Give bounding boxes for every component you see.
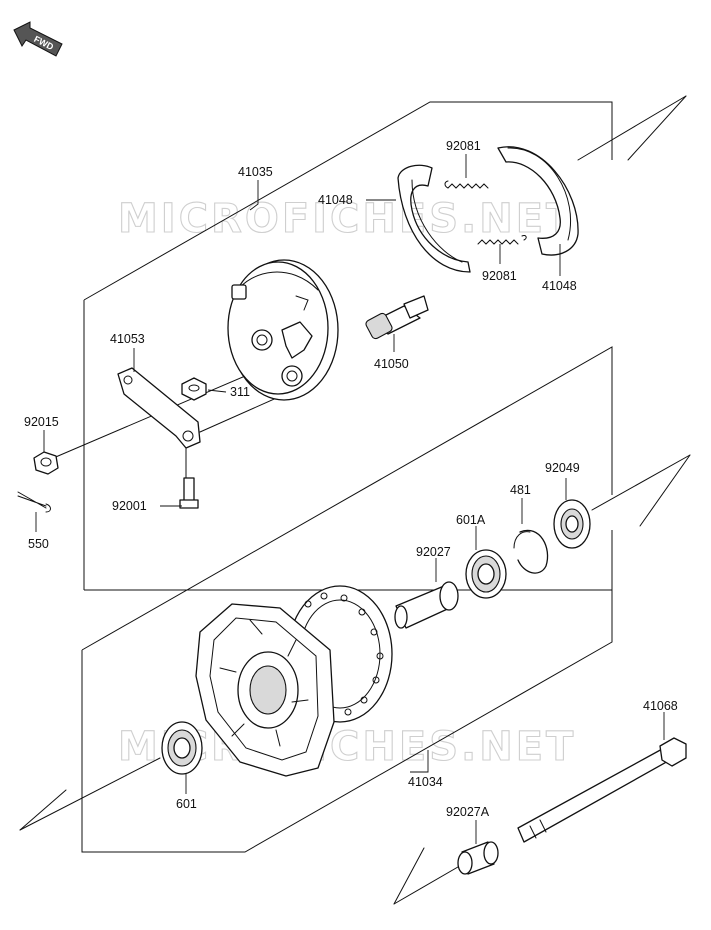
label-92015: 92015 <box>24 415 59 429</box>
collar-92027a <box>457 841 499 875</box>
label-41048-a: 41048 <box>318 193 353 207</box>
bearing-601a <box>465 549 507 599</box>
hub-flange-holes <box>304 592 384 716</box>
label-41048-b: 41048 <box>542 279 577 293</box>
label-92081-a: 92081 <box>446 139 481 153</box>
brake-cam-41050 <box>365 295 429 340</box>
upper-assembly-frame <box>83 101 613 591</box>
label-92027: 92027 <box>416 545 451 559</box>
hub-41034 <box>195 585 393 777</box>
nut-311 <box>181 377 207 401</box>
axle-41068 <box>517 737 687 843</box>
circlip-481 <box>513 529 549 574</box>
label-311: 311 <box>230 385 250 399</box>
label-92081-b: 92081 <box>482 269 517 283</box>
seal-92049 <box>553 499 591 549</box>
bolt-92001 <box>179 477 199 509</box>
label-550: 550 <box>28 537 49 551</box>
label-41053: 41053 <box>110 332 145 346</box>
bearing-601 <box>161 721 203 775</box>
label-92027a: 92027A <box>446 805 490 819</box>
label-601: 601 <box>176 797 197 811</box>
part-labels: 41035 41048 92081 92081 41048 41053 311 … <box>24 139 678 819</box>
lower-assembly-frame <box>81 346 613 853</box>
label-41068: 41068 <box>643 699 678 713</box>
watermark-top: MICROFICHES.NET <box>118 196 576 242</box>
nut-92015 <box>33 451 59 475</box>
spacer-92027 <box>394 581 459 629</box>
label-481: 481 <box>510 483 531 497</box>
fwd-arrow-icon: FWD <box>13 21 63 57</box>
cam-lever-41053 <box>117 367 201 449</box>
brake-shoe-41048-left <box>397 164 471 273</box>
label-41035: 41035 <box>238 165 273 179</box>
leader-lines <box>35 154 665 844</box>
spring-92081-bottom <box>477 235 527 245</box>
brake-panel-41035 <box>227 259 339 401</box>
label-41050: 41050 <box>374 357 409 371</box>
spring-92081-top <box>444 180 489 189</box>
label-41034: 41034 <box>408 775 443 789</box>
label-92049: 92049 <box>545 461 580 475</box>
label-601a: 601A <box>456 513 486 527</box>
label-92001: 92001 <box>112 499 147 513</box>
cotter-pin-550 <box>17 491 51 513</box>
brake-shoe-41048-right <box>497 146 579 256</box>
